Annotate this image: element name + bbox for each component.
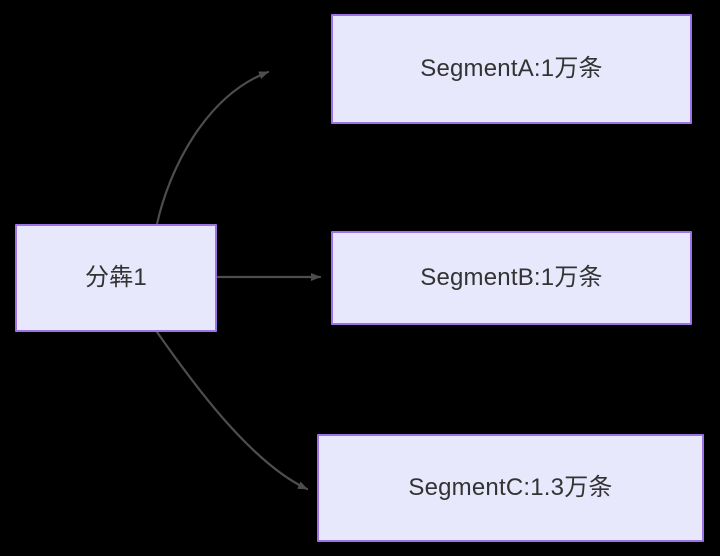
node-segment-b[interactable]: SegmentB:1万条: [331, 231, 692, 325]
node-segment-c-label: SegmentC:1.3万条: [408, 473, 613, 501]
node-segment-a[interactable]: SegmentA:1万条: [331, 14, 692, 124]
edge-source-to-seg-a: [155, 70, 270, 226]
edge-source-to-seg-c: [155, 330, 309, 491]
node-segment-a-label: SegmentA:1万条: [420, 54, 603, 82]
node-segment-b-label: SegmentB:1万条: [420, 263, 603, 291]
node-source-shard-label: 分犇1: [85, 263, 147, 291]
node-source-shard[interactable]: 分犇1: [15, 224, 217, 332]
node-segment-c[interactable]: SegmentC:1.3万条: [317, 434, 704, 542]
